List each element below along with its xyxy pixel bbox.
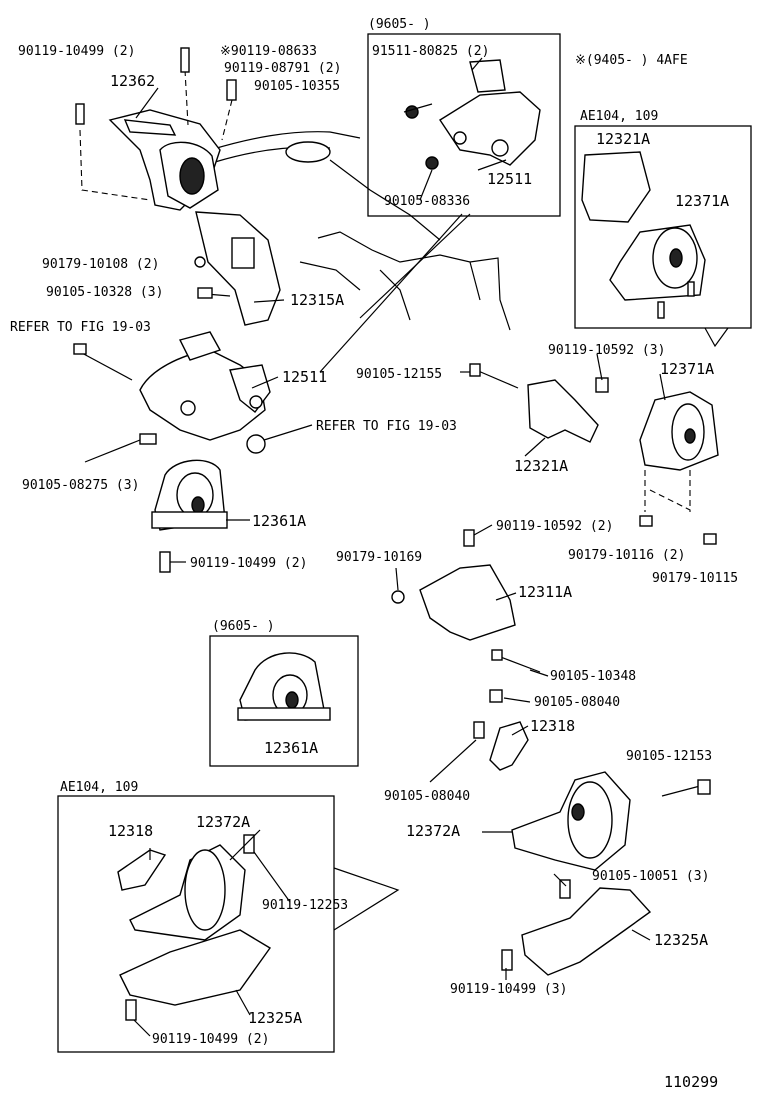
label-refer-fig-1: REFER TO FIG 19-03	[10, 320, 151, 335]
label-90105-08040-2: 90105-08040	[384, 789, 470, 804]
mount-12511-detail	[405, 59, 541, 170]
label-91511-80825: 91511-80825 (2)	[372, 44, 489, 59]
inset-box-middle-title: (9605- )	[212, 619, 275, 634]
label-90105-10051: 90105-10051 (3)	[592, 869, 709, 884]
inset-box-middle: (9605- )	[209, 619, 359, 767]
inset-box-bottom-title: AE104, 109	[60, 780, 138, 795]
label-90179-10169: 90179-10169	[336, 550, 422, 565]
label-12321A: 12321A	[514, 457, 568, 475]
label-12362: 12362	[110, 72, 155, 90]
label-12372A-inset: 12372A	[196, 813, 250, 831]
bracket-12315A	[194, 211, 281, 326]
bolt-icon	[75, 47, 237, 125]
inset-box-right-title: AE104, 109	[580, 109, 658, 124]
mount-12372A-detail	[117, 834, 272, 1021]
label-90179-10116: 90179-10116 (2)	[568, 548, 685, 563]
label-12511-top: 12511	[487, 170, 532, 188]
label-12361A-inset: 12361A	[264, 739, 318, 757]
bracket-12311A	[391, 529, 541, 703]
engine-block-outline	[209, 131, 511, 331]
label-12311A: 12311A	[518, 583, 572, 601]
leader-lines	[84, 57, 666, 1037]
bracket-12321A	[469, 363, 609, 443]
inset-box-bottom: AE104, 109	[57, 780, 400, 1053]
bracket-12325A	[501, 879, 652, 976]
label-90105-12155: 90105-12155	[356, 367, 442, 382]
mount-12361A-detail	[237, 652, 331, 721]
figure-number: 110299	[664, 1073, 718, 1091]
label-90119-10499-inset: 90119-10499 (2)	[152, 1032, 269, 1047]
label-12318: 12318	[530, 717, 575, 735]
mount-12371A	[639, 391, 719, 545]
label-90105-08040: 90105-08040	[534, 695, 620, 710]
label-90105-10355: 90105-10355	[254, 79, 340, 94]
label-90105-10328: 90105-10328 (3)	[46, 285, 163, 300]
mount-bracket-12362	[79, 69, 233, 211]
label-12361A: 12361A	[252, 512, 306, 530]
mount-12372A	[511, 771, 711, 871]
bracket-12318	[473, 721, 529, 771]
label-90119-10499: 90119-10499 (2)	[18, 44, 135, 59]
label-12371A: 12371A	[660, 360, 714, 378]
label-12372A: 12372A	[406, 822, 460, 840]
leader-top-box-2	[359, 213, 471, 319]
inset-box-right: AE104, 109	[574, 109, 752, 348]
inset-box-top: (9605- )	[367, 17, 561, 217]
label-12315A: 12315A	[290, 291, 344, 309]
leader-top-box	[319, 213, 463, 373]
label-12318-inset: 12318	[108, 822, 153, 840]
label-refer-fig-2: REFER TO FIG 19-03	[316, 419, 457, 434]
label-90119-10499-2: 90119-10499 (2)	[190, 556, 307, 571]
mount-12371A-detail	[581, 151, 706, 319]
label-12325A-inset: 12325A	[248, 1009, 302, 1027]
label-90119-12253: 90119-12253	[262, 898, 348, 913]
note-4afe: ※(9405- ) 4AFE	[575, 53, 688, 68]
label-12511: 12511	[282, 368, 327, 386]
label-12321A-inset: 12321A	[596, 130, 650, 148]
label-90179-10115: 90179-10115	[652, 571, 738, 586]
mount-12361A	[139, 433, 228, 573]
part-labels: ※(9405- ) 4AFE 90119-10499 (2) ※90119-08…	[10, 44, 738, 1091]
label-90105-08336: 90105-08336	[384, 194, 470, 209]
label-12371A-inset: 12371A	[675, 192, 729, 210]
label-90119-10499-3: 90119-10499 (3)	[450, 982, 567, 997]
label-90105-10348: 90105-10348	[550, 669, 636, 684]
label-90105-12153: 90105-12153	[626, 749, 712, 764]
label-90119-10592-2: 90119-10592 (2)	[496, 519, 613, 534]
label-12325A: 12325A	[654, 931, 708, 949]
label-90105-08275: 90105-08275 (3)	[22, 478, 139, 493]
label-90119-08791: 90119-08791 (2)	[224, 61, 341, 76]
label-90119-10592-3: 90119-10592 (3)	[548, 343, 665, 358]
label-90179-10108: 90179-10108 (2)	[42, 257, 159, 272]
mount-bracket-12511	[73, 331, 271, 454]
label-90119-08633: ※90119-08633	[220, 44, 317, 59]
inset-box-top-title: (9605- )	[368, 17, 431, 32]
